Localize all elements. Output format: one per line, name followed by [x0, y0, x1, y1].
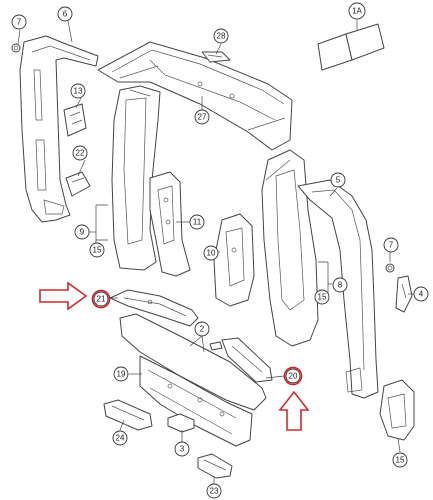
rear-pillar-inner	[261, 149, 319, 347]
svg-text:20: 20	[289, 372, 298, 381]
callout-15-right: 15	[392, 452, 408, 468]
bracket-24	[103, 399, 153, 431]
svg-text:19: 19	[117, 370, 126, 379]
callout-6: 6	[57, 6, 73, 22]
center-pillar-inner	[111, 85, 161, 271]
svg-text:7: 7	[17, 18, 22, 27]
roof-panel	[97, 41, 293, 151]
callout-19: 19	[113, 366, 129, 382]
callout-15-left: 15	[89, 242, 105, 258]
callout-24: 24	[112, 430, 128, 446]
reinforcement-13	[63, 103, 87, 137]
roof-bracket	[201, 51, 231, 63]
svg-text:27: 27	[198, 113, 207, 122]
svg-text:2: 2	[200, 325, 205, 334]
callout-15-mid: 15	[314, 289, 330, 305]
svg-text:15: 15	[93, 246, 102, 255]
label-sticker	[317, 23, 385, 71]
rear-pillar-outer	[297, 179, 379, 399]
c-pillar-piece	[213, 213, 255, 307]
callout-7-left: 7	[11, 14, 27, 30]
svg-text:9: 9	[80, 228, 85, 237]
callout-11: 11	[189, 214, 205, 230]
callout-21-highlighted: 21	[91, 289, 111, 309]
plug-grommet-left	[11, 43, 21, 53]
callout-23: 23	[206, 483, 222, 499]
svg-text:22: 22	[76, 149, 85, 158]
highlight-arrow-up	[278, 390, 310, 431]
wheelhouse-panel	[379, 379, 415, 441]
svg-text:10: 10	[207, 249, 216, 258]
callout-1a: 1A	[348, 2, 366, 20]
svg-text:4: 4	[419, 290, 424, 299]
svg-text:23: 23	[210, 487, 219, 496]
callout-28: 28	[213, 28, 229, 44]
callout-10: 10	[203, 245, 219, 261]
svg-text:21: 21	[97, 295, 106, 304]
svg-text:5: 5	[336, 176, 341, 185]
bracket-20	[221, 337, 273, 383]
highlight-arrow-right	[39, 281, 88, 311]
svg-text:8: 8	[338, 281, 343, 290]
callout-27: 27	[194, 109, 210, 125]
callout-3: 3	[174, 441, 190, 457]
svg-text:15: 15	[318, 293, 327, 302]
callout-22: 22	[72, 145, 88, 161]
b-pillar-reinforcement	[149, 171, 191, 277]
plug-grommet-right	[385, 263, 395, 273]
cross-member-21	[109, 289, 199, 327]
callout-7-right: 7	[383, 237, 399, 253]
svg-text:15: 15	[396, 456, 405, 465]
front-pillar-outer	[19, 35, 99, 223]
floor-rocker-panel	[119, 313, 267, 447]
svg-text:11: 11	[193, 218, 202, 227]
svg-text:6: 6	[63, 10, 68, 19]
svg-text:1A: 1A	[352, 7, 362, 16]
callout-2: 2	[194, 321, 210, 337]
callout-20-highlighted: 20	[283, 366, 303, 386]
callout-9: 9	[74, 224, 90, 240]
svg-text:24: 24	[116, 434, 125, 443]
callout-5: 5	[330, 172, 346, 188]
reinforcement-22	[65, 171, 91, 197]
svg-text:13: 13	[74, 87, 83, 96]
callout-13: 13	[70, 83, 86, 99]
bracket-3	[167, 413, 195, 433]
callout-4: 4	[413, 286, 429, 302]
svg-text:28: 28	[217, 32, 226, 41]
svg-text:7: 7	[389, 241, 394, 250]
bracket-23	[197, 453, 233, 479]
latch-bracket	[395, 275, 413, 313]
callout-8: 8	[332, 277, 348, 293]
svg-text:3: 3	[180, 445, 185, 454]
